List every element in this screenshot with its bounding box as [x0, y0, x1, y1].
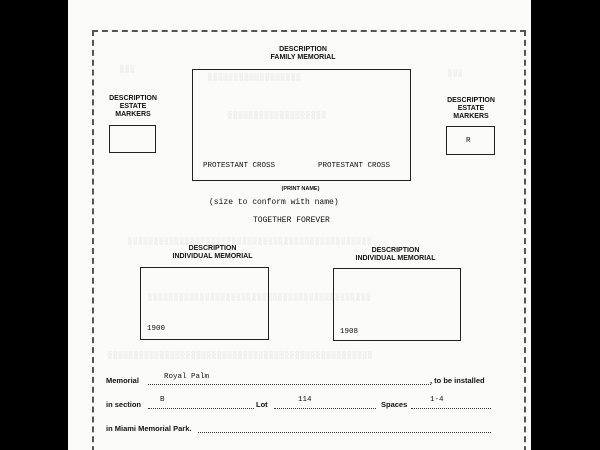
spaces-field-line	[411, 408, 491, 409]
dashed-border	[92, 30, 526, 450]
section-label: in section	[106, 400, 142, 409]
estate-right-line1: DESCRIPTION	[447, 97, 495, 104]
park-label: in Miami Memorial Park.	[106, 424, 192, 433]
bleed-through-mark: ░░░░░░░░░░░░░░░░░░░	[228, 112, 327, 120]
estate-left-line2: ESTATE	[119, 103, 147, 110]
installed-label: , to be installed	[430, 376, 485, 385]
estate-left-line3: MARKERS	[115, 111, 151, 118]
individual-left-title: DESCRIPTION INDIVIDUAL MEMORIAL	[170, 245, 255, 261]
estate-right-line2: ESTATE	[457, 105, 485, 112]
lot-value[interactable]: 114	[298, 396, 312, 404]
family-title-line2: FAMILY MEMORIAL	[270, 54, 336, 61]
bleed-through-mark: ░░░░░░░░░░░░░░░░░░░░░░░░░░░░░░░░░░░░░░░░…	[108, 352, 374, 360]
estate-right-title: DESCRIPTION ESTATE MARKERS	[441, 97, 501, 121]
estate-left-line1: DESCRIPTION	[109, 95, 157, 102]
family-title: DESCRIPTION FAMILY MEMORIAL	[238, 46, 368, 62]
individual-left-box: 1900	[140, 267, 269, 340]
family-title-line1: DESCRIPTION	[279, 46, 327, 53]
spaces-label: Spaces	[381, 400, 408, 409]
individual-right-box: 1908	[333, 268, 461, 341]
spaces-value[interactable]: 1-4	[430, 396, 444, 404]
bleed-through-mark: ░░░	[120, 66, 136, 74]
estate-right-line3: MARKERS	[453, 113, 489, 120]
bleed-through-mark: ░░░░░░░░░░░░░░░░░░░░░░░░░░░░░░░░░░░░░░░░…	[128, 238, 373, 246]
park-field-line	[198, 432, 491, 433]
inscription-text: TOGETHER FOREVER	[253, 216, 330, 225]
estate-left-box	[109, 125, 156, 153]
family-right-cross: PROTESTANT CROSS	[318, 162, 391, 170]
individual-right-line1: DESCRIPTION	[371, 247, 420, 254]
individual-right-year: 1908	[340, 328, 359, 336]
estate-left-title: DESCRIPTION ESTATE MARKERS	[104, 95, 162, 119]
individual-left-line2: INDIVIDUAL MEMORIAL	[172, 253, 253, 260]
section-field-line	[148, 408, 254, 409]
section-value[interactable]: B	[160, 396, 165, 404]
individual-left-year: 1900	[147, 325, 166, 333]
family-memorial-box	[192, 69, 411, 181]
bleed-through-mark: ░░░	[448, 70, 464, 78]
individual-left-line1: DESCRIPTION	[188, 245, 237, 252]
print-name-label: (PRINT NAME)	[281, 186, 320, 192]
form-sheet: ░░░ ░░░░░░░░░░░░░░░░░░ ░░░░░░░░░░░░░░░░░…	[68, 0, 531, 450]
bleed-through-mark: ░░░░░░░░░░░░░░░░░░	[208, 74, 302, 82]
bleed-through-mark: ░░░░░░░░░░░░░░░░░░░░░░░░░░░░░░░░░░░░░░░░…	[148, 294, 372, 302]
lot-label: Lot	[256, 400, 268, 409]
family-left-cross: PROTESTANT CROSS	[203, 162, 276, 170]
memorial-field-line	[148, 384, 431, 385]
memorial-value[interactable]: Royal Palm	[164, 373, 210, 381]
lot-field-line	[274, 408, 376, 409]
estate-right-box: R	[446, 126, 495, 155]
memorial-label: Memorial	[106, 376, 139, 385]
size-note: (size to conform with name)	[209, 198, 339, 207]
estate-right-value: R	[466, 137, 471, 145]
individual-right-title: DESCRIPTION INDIVIDUAL MEMORIAL	[353, 247, 438, 263]
individual-right-line2: INDIVIDUAL MEMORIAL	[355, 255, 436, 262]
